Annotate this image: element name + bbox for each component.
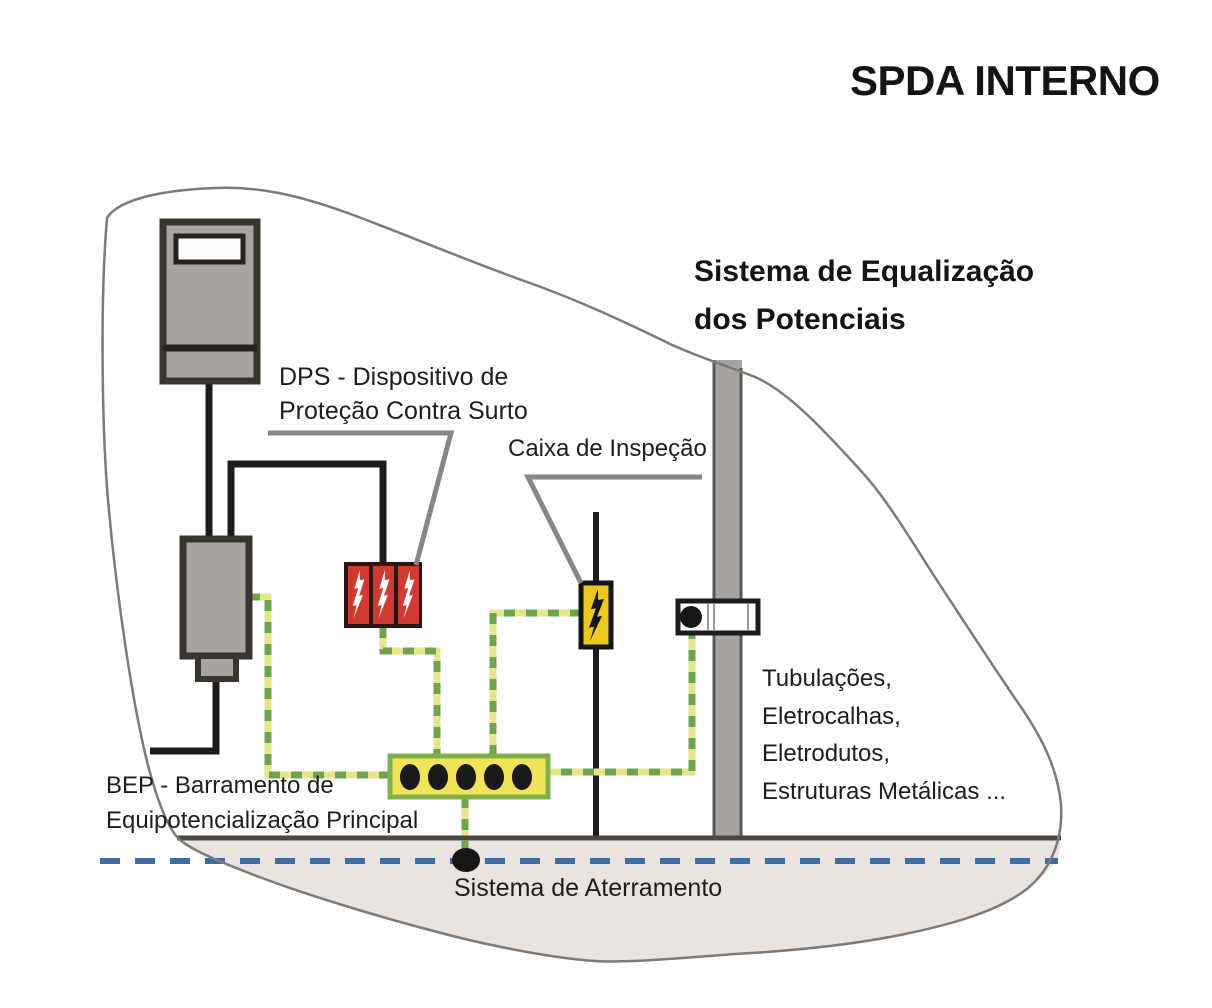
equalization-heading: Sistema de Equalização dos Potenciais — [694, 255, 1035, 336]
panel-body — [179, 535, 253, 660]
busbar-terminal — [512, 764, 532, 790]
soil-area — [180, 840, 1061, 962]
pipe-clamp — [675, 598, 761, 636]
page-title: SPDA INTERNO — [850, 57, 1160, 104]
busbar-terminal — [400, 764, 420, 790]
meter-window — [173, 233, 246, 265]
wire-panel-to-bep — [249, 593, 390, 779]
dps-pointer-line — [268, 430, 455, 566]
inspection-box-body — [578, 580, 614, 650]
ground-connection-dot — [452, 848, 480, 872]
clamp-bolt-dot — [680, 606, 702, 628]
panel-stub — [195, 653, 239, 682]
inspection-box — [578, 580, 614, 650]
wire-clamp-to-bep — [548, 628, 696, 776]
busbar-terminal — [484, 764, 504, 790]
distribution-panel — [179, 535, 253, 682]
dps-label: DPS - Dispositivo de Proteção Contra Sur… — [279, 363, 528, 425]
grounding-system-label: Sistema de Aterramento — [454, 874, 723, 902]
busbar-terminal — [428, 764, 448, 790]
building-outline — [101, 186, 1063, 963]
metallic-structures-label: Tubulações, Eletrocalhas, Eletrodutos, E… — [762, 665, 1007, 805]
inspection-pointer-line — [523, 474, 702, 585]
bep-busbar — [387, 753, 551, 800]
busbar-terminal — [456, 764, 476, 790]
wire-inspection-to-bep — [489, 609, 581, 758]
bep-label: BEP - Barramento de Equipotencialização … — [106, 772, 419, 834]
energy-meter — [159, 218, 261, 385]
wire-panel-to-wall — [150, 678, 220, 755]
wire-dps-to-bep — [379, 627, 441, 758]
wire-panel-to-dps — [227, 460, 387, 565]
inspection-box-label: Caixa de Inspeção — [508, 435, 707, 462]
dps-device — [344, 562, 422, 628]
